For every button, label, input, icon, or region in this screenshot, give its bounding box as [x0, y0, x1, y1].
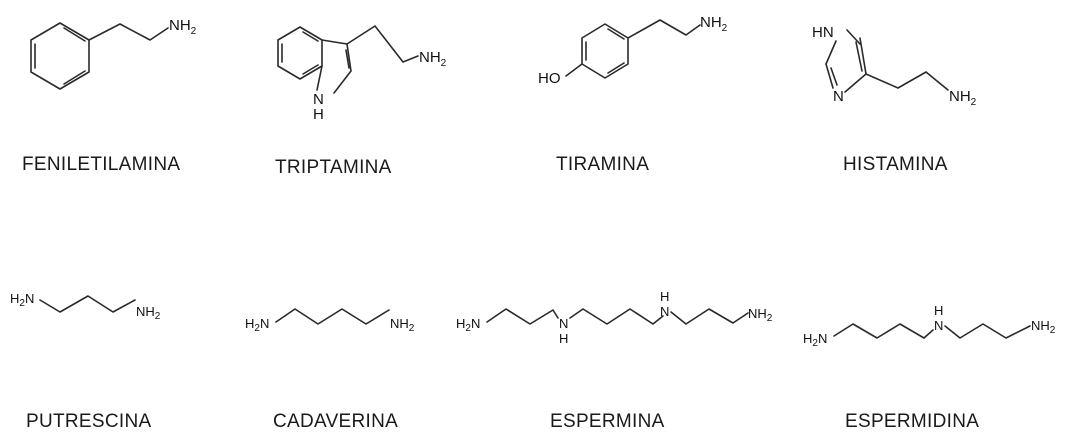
ethyl-chain	[88, 23, 169, 41]
propyl-chain-left	[486, 308, 559, 325]
phenol-ring	[581, 23, 629, 79]
amine-group-right: NH2	[136, 304, 161, 322]
amine-group-right: NH2	[748, 306, 773, 324]
molecule-cadaverina: H2N NH2	[245, 308, 415, 334]
ethyl-chain	[865, 71, 949, 91]
amine-group-left: H2N	[245, 316, 269, 334]
butyl-chain	[833, 323, 934, 339]
amine-group-right: NH2	[1031, 318, 1056, 336]
caption-espermina: ESPERMINA	[550, 411, 665, 432]
molecule-triptamina: N H NH2	[277, 25, 447, 123]
secondary-amine-2: N	[660, 304, 669, 319]
caption-espermidina: ESPERMIDINA	[845, 411, 980, 432]
indole-benzene-ring	[277, 26, 323, 80]
propyl-chain	[944, 323, 1031, 339]
molecule-histamina: HN N NH2	[812, 24, 977, 108]
amine-group: NH2	[949, 88, 977, 108]
imidazole-ring	[825, 29, 867, 93]
imidazole-n: N	[833, 88, 844, 105]
secondary-amine-1-h: H	[559, 331, 568, 346]
secondary-amine-2-h: H	[660, 289, 669, 304]
caption-histamina: HISTAMINA	[843, 154, 948, 175]
secondary-amine: N	[934, 318, 943, 333]
hydroxyl-bond	[565, 63, 583, 77]
amine-group-left: H2N	[456, 316, 480, 334]
imidazole-hn: HN	[812, 24, 834, 41]
amine-group-left: H2N	[803, 331, 827, 349]
hydroxyl-group: HO	[538, 70, 561, 87]
benzene-ring	[30, 22, 90, 90]
caption-triptamina: TRIPTAMINA	[275, 157, 392, 178]
secondary-amine-h: H	[934, 303, 943, 318]
butyl-chain	[39, 295, 136, 313]
caption-cadaverina: CADAVERINA	[273, 411, 399, 432]
caption-tiramina: TIRAMINA	[556, 154, 650, 175]
secondary-amine-1: N	[559, 316, 568, 331]
amine-group-left: H2N	[10, 291, 34, 309]
butyl-chain	[569, 308, 664, 325]
amine-group: NH2	[700, 14, 728, 34]
molecule-espermidina: H2N H N NH2	[803, 303, 1056, 349]
molecule-feniletilamina: NH2	[30, 17, 197, 90]
ethyl-chain	[346, 25, 419, 63]
molecule-putrescina: H2N NH2	[10, 291, 161, 322]
caption-feniletilamina: FENILETILAMINA	[22, 154, 181, 175]
amine-group: NH2	[419, 49, 447, 69]
propyl-chain-right	[670, 308, 749, 325]
pyrrole-ring	[316, 39, 352, 94]
amine-group: NH2	[169, 17, 197, 37]
indole-nh: N	[313, 91, 324, 108]
caption-putrescina: PUTRESCINA	[26, 411, 152, 432]
indole-h: H	[313, 106, 324, 123]
ethyl-chain	[627, 19, 701, 39]
pentyl-chain	[275, 308, 390, 325]
molecule-tiramina: HO NH2	[538, 14, 728, 87]
molecule-espermina: H2N N H H N NH2	[456, 289, 773, 346]
amine-group-right: NH2	[390, 316, 415, 334]
